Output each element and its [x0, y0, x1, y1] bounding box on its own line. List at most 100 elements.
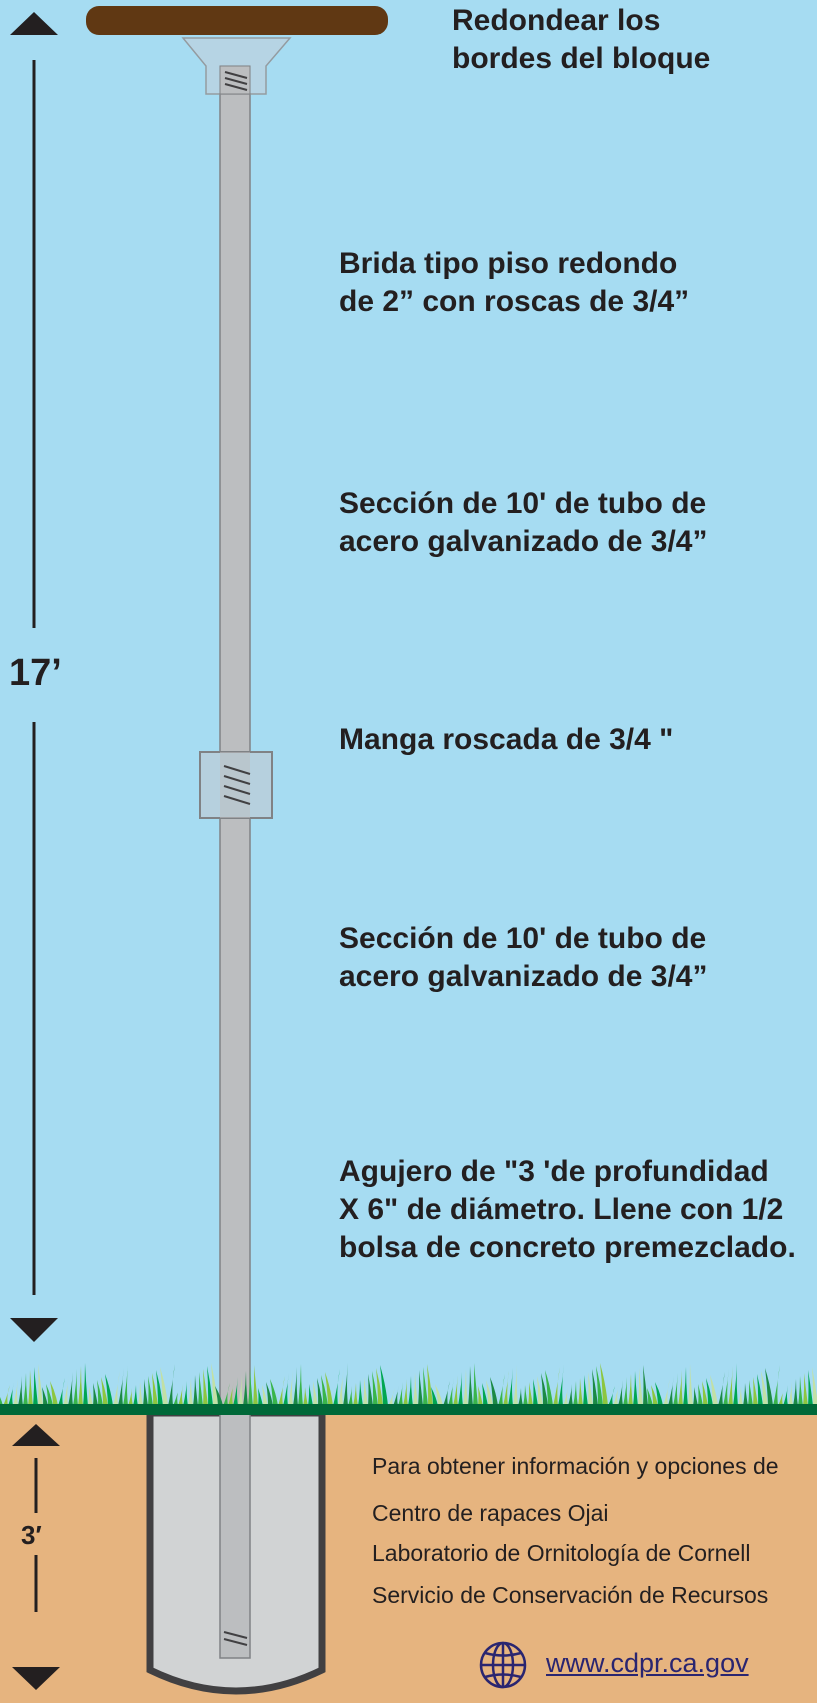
grass-blade	[308, 1384, 313, 1406]
grass-blade	[325, 1372, 333, 1406]
wooden-block	[86, 6, 388, 35]
grass-blade	[68, 1372, 73, 1406]
grass-blade	[97, 1380, 103, 1406]
grass-blade	[498, 1374, 505, 1406]
grass-blade	[753, 1377, 758, 1406]
grass-blade	[128, 1388, 133, 1406]
grass-blade	[258, 1388, 263, 1406]
grass-blade	[765, 1368, 773, 1406]
grass-blade	[463, 1369, 468, 1406]
grass-blade	[647, 1388, 653, 1406]
grass-blade	[388, 1388, 395, 1406]
grass-blade	[678, 1370, 683, 1406]
grass-blade	[638, 1368, 643, 1406]
grass-blade	[283, 1373, 289, 1406]
grass-blade	[458, 1372, 463, 1406]
info-org-ojai: Centro de rapaces Ojai	[372, 1500, 609, 1526]
grass-blade	[608, 1386, 615, 1406]
sky-background	[0, 0, 817, 1415]
grass-blade	[156, 1370, 163, 1406]
grass-blade	[673, 1373, 678, 1406]
grass-blade	[592, 1369, 598, 1406]
grass-blade	[105, 1374, 113, 1406]
depth-dimension-arrow	[12, 1424, 60, 1690]
soil-background	[0, 1412, 817, 1703]
grass-blade	[203, 1369, 208, 1406]
grass-blade	[663, 1379, 670, 1406]
grass-blade	[50, 1381, 58, 1406]
grass-blade	[723, 1369, 729, 1406]
grass-blade	[478, 1386, 483, 1406]
grass-blade	[423, 1367, 428, 1406]
grass-blade	[413, 1373, 418, 1406]
sleeve-threads	[223, 765, 251, 805]
grass-blade	[211, 1363, 218, 1406]
grass-blade	[778, 1388, 784, 1406]
label-pipe-section-upper: Sección de 10' de tubo de acero galvaniz…	[339, 487, 708, 558]
grass-blade	[152, 1373, 158, 1406]
website-link[interactable]: www.cdpr.ca.gov	[546, 1648, 749, 1678]
grass-blade	[473, 1363, 478, 1406]
grass-blade	[3, 1385, 10, 1406]
grass-blade	[358, 1380, 363, 1406]
grass-blade	[568, 1384, 573, 1406]
grass-blade	[773, 1365, 780, 1406]
grass-blade	[215, 1386, 223, 1406]
grass-blade	[0, 1397, 3, 1406]
grass-blade	[253, 1365, 258, 1406]
grass-blade	[738, 1386, 743, 1406]
grass-blade	[78, 1366, 83, 1406]
grass-blade	[321, 1375, 328, 1406]
grass-blade	[313, 1381, 318, 1406]
grass-blade	[698, 1384, 703, 1406]
steel-pipe	[219, 65, 251, 1659]
grass-blade	[623, 1377, 628, 1406]
ground-line	[0, 1404, 817, 1415]
info-org-cornell: Laboratorio de Ornitología de Cornell	[372, 1540, 751, 1566]
grass-blade	[398, 1382, 403, 1406]
grass-blade	[783, 1385, 788, 1406]
grass-blade	[118, 1368, 124, 1406]
grass-blade	[533, 1379, 538, 1406]
grass-blade	[348, 1386, 353, 1406]
grass-blade	[58, 1378, 65, 1406]
grass-blade	[761, 1371, 768, 1406]
grass-blade	[288, 1370, 293, 1406]
grass-blade	[193, 1375, 198, 1406]
grass-blade	[376, 1368, 383, 1406]
grass-blade	[683, 1367, 688, 1406]
grass-blade	[188, 1378, 193, 1406]
grass-blade	[503, 1371, 509, 1406]
grass-blade	[317, 1378, 323, 1406]
grass-blade	[688, 1364, 693, 1406]
pipe-end-threads	[223, 1631, 248, 1646]
grass-blade	[518, 1388, 523, 1406]
grass-blade	[553, 1367, 560, 1406]
grass-blade	[468, 1366, 473, 1406]
grass-blade	[13, 1379, 18, 1406]
grass-blade	[613, 1383, 619, 1406]
info-intro: Para obtener información y opciones de	[372, 1453, 779, 1479]
grass-blade	[266, 1382, 273, 1406]
grass-blade	[338, 1366, 344, 1406]
grass-blade	[298, 1364, 303, 1406]
grass-blade	[138, 1382, 143, 1406]
grass-blade	[513, 1365, 518, 1406]
grass-blade	[643, 1365, 648, 1406]
grass-blade	[537, 1376, 543, 1406]
grass-blade	[453, 1375, 458, 1406]
grass-blade	[563, 1387, 568, 1406]
grass-blade	[303, 1387, 308, 1406]
grass-blade	[293, 1367, 298, 1406]
grass-blade	[431, 1387, 438, 1406]
grass-blade	[718, 1372, 725, 1406]
grass-blade	[83, 1363, 88, 1406]
grass-blade	[113, 1371, 120, 1406]
grass-blade	[133, 1385, 138, 1406]
grass-blade	[403, 1379, 408, 1406]
grass-blade	[168, 1364, 175, 1406]
grass-blade	[748, 1380, 753, 1406]
grass-blade	[578, 1378, 583, 1406]
grass-blade	[183, 1381, 188, 1406]
dimension-17ft: 17’	[9, 652, 62, 694]
